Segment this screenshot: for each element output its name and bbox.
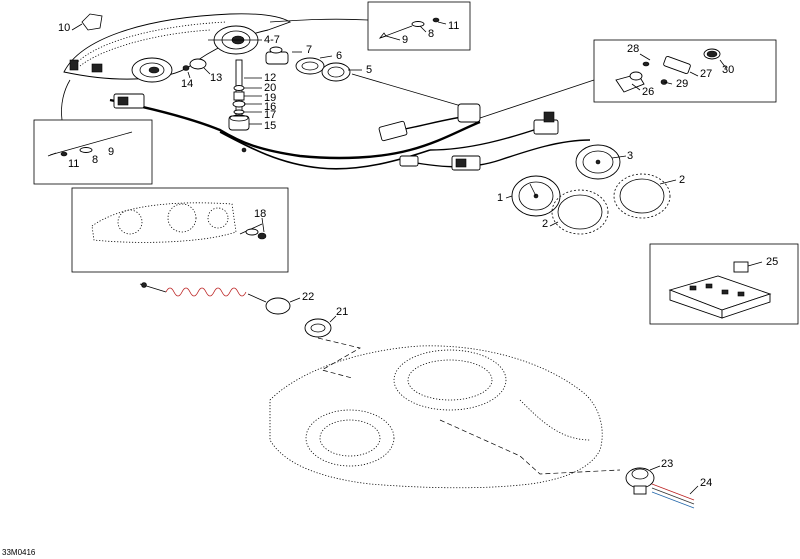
gauge-3: [575, 144, 621, 180]
callout-5: 5: [366, 64, 373, 76]
callout-23: 23: [661, 458, 674, 470]
part-13-grommet: [189, 58, 207, 70]
bezel-2-lower: [551, 189, 609, 235]
callout-9-top: 9: [402, 34, 409, 46]
callout-18: 18: [254, 208, 267, 220]
callout-7: 7: [306, 44, 313, 56]
callout-16: 16: [264, 101, 277, 113]
headlight-housing: [63, 13, 292, 83]
callout-20: 20: [264, 82, 277, 94]
fuse-box: [668, 275, 772, 319]
callout-30: 30: [722, 64, 735, 76]
wiring-harness: [109, 93, 591, 171]
callout-29: 29: [676, 78, 689, 90]
adjuster-stack: [228, 59, 262, 131]
callout-11-top: 11: [448, 20, 460, 32]
fuse-25: [733, 261, 749, 273]
part-6-cap: [295, 57, 325, 75]
coiled-cable: [139, 282, 267, 303]
callout-15: 15: [264, 120, 277, 132]
callout-4-7: 4-7: [264, 34, 280, 46]
callout-6: 6: [336, 50, 343, 62]
callout-28: 28: [627, 43, 640, 55]
callout-12: 12: [264, 72, 277, 84]
callout-14: 14: [181, 78, 194, 90]
callout-13: 13: [210, 72, 223, 84]
callout-2-lower: 2: [542, 218, 549, 230]
part-5-boot: [321, 62, 351, 82]
bulb-socket-7: [265, 46, 289, 65]
part-14-nut: [182, 65, 190, 71]
wires-24: [651, 483, 695, 509]
gauge-1: [511, 175, 561, 217]
callout-8-top: 8: [428, 28, 435, 40]
callout-27: 27: [700, 68, 713, 80]
bezel-2-upper: [613, 173, 671, 219]
callout-1: 1: [497, 192, 504, 204]
switch-23: [625, 467, 655, 495]
callout-22: 22: [302, 291, 315, 303]
callout-8-left: 8: [92, 154, 99, 166]
inset-bulb-socket: [593, 39, 777, 103]
inset-top-hardware: [367, 1, 471, 51]
part-10-shape: [81, 13, 103, 31]
inset-cluster: [71, 187, 289, 273]
callout-10: 10: [58, 22, 71, 34]
part-22-grommet: [265, 297, 291, 315]
callout-19: 19: [264, 92, 277, 104]
callout-24: 24: [700, 477, 713, 489]
inset-left-hardware: [33, 119, 153, 185]
reference-code: 33M0416: [2, 548, 36, 557]
front-cover: [269, 345, 603, 489]
callout-2-upper: 2: [679, 174, 686, 186]
callout-21: 21: [336, 306, 349, 318]
callout-11-left: 11: [68, 158, 80, 170]
callout-26: 26: [642, 86, 655, 98]
callout-25: 25: [766, 256, 779, 268]
part-21-ring: [304, 318, 332, 338]
callout-9-left: 9: [108, 146, 115, 158]
callout-3: 3: [627, 150, 634, 162]
inset-fuse-box: [649, 243, 799, 325]
callout-17: 17: [264, 109, 277, 121]
